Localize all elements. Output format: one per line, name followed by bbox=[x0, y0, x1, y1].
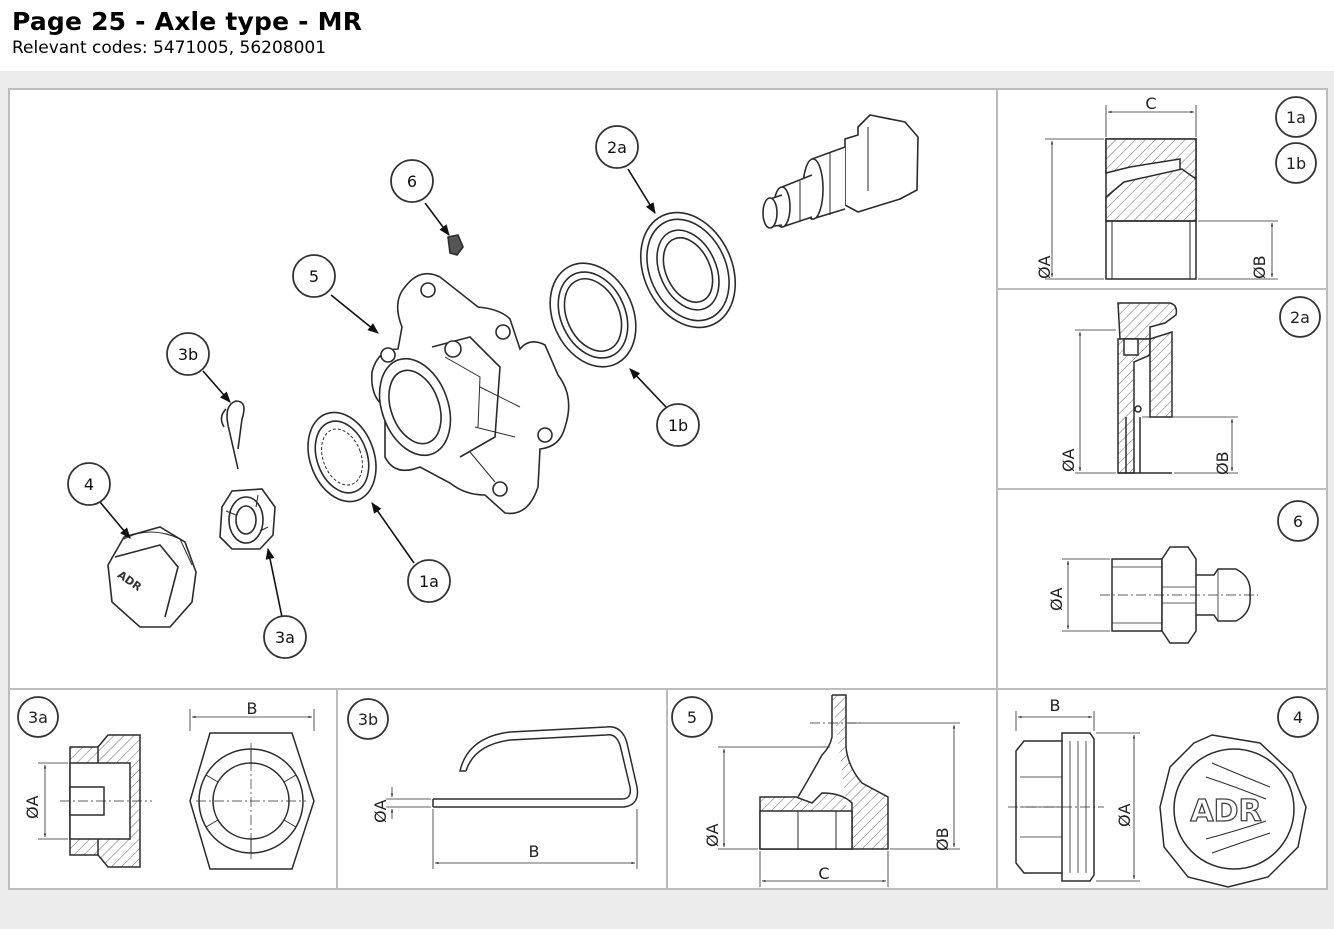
detail-1b-tag-label: 1b bbox=[1286, 154, 1306, 173]
detail-5-labels: 5 ØA ØB C bbox=[687, 708, 952, 883]
detail-4-logo: ADR bbox=[1190, 794, 1261, 829]
dim-label-3a-diam-a: ØA bbox=[23, 795, 42, 819]
detail-3a bbox=[17, 696, 315, 870]
dim-label-2a-diam-b: ØB bbox=[1213, 451, 1232, 475]
detail-1a-1b bbox=[1045, 96, 1317, 280]
drawing-sheet: ADR 2a 6 5 3b 1b bbox=[0, 87, 1334, 929]
dim-label-2a-diam-a: ØA bbox=[1059, 448, 1078, 472]
detail-5-tag-label: 5 bbox=[687, 708, 697, 727]
detail-tag-4 bbox=[1277, 696, 1319, 738]
dim-label-diam-b: ØB bbox=[1250, 255, 1269, 279]
dim-label-4-diam-a: ØA bbox=[1115, 803, 1134, 827]
callout-6 bbox=[390, 159, 434, 203]
detail-6-labels: 6 ØA bbox=[1047, 512, 1303, 611]
page-title: Page 25 - Axle type - MR bbox=[12, 7, 363, 36]
split-pin-3b-part bbox=[220, 400, 245, 470]
bearing-1a-part bbox=[307, 411, 377, 503]
page-header: Page 25 - Axle type - MR Relevant codes:… bbox=[12, 6, 362, 58]
detail-3a-labels: 3a ØA B bbox=[23, 699, 257, 819]
hub-cap-4-part: ADR bbox=[107, 526, 197, 628]
detail-2a-labels: 2a ØA ØB bbox=[1059, 308, 1310, 475]
detail-5 bbox=[671, 694, 960, 887]
callout-4 bbox=[67, 462, 111, 506]
callout-3b bbox=[166, 332, 210, 376]
detail-6 bbox=[1062, 500, 1319, 644]
callout-label-2a: 2a bbox=[607, 138, 627, 157]
callout-label-1b: 1b bbox=[668, 416, 688, 435]
callout-1a bbox=[407, 559, 451, 603]
callout-label-3a: 3a bbox=[275, 628, 295, 647]
callout-label-3b: 3b bbox=[178, 345, 198, 364]
dim-label-diam-a: ØA bbox=[1035, 255, 1054, 279]
bearing-cup-1b-part bbox=[549, 262, 637, 368]
dim-label-5-c: C bbox=[818, 864, 829, 883]
dim-label-c: C bbox=[1145, 94, 1156, 113]
detail-4 bbox=[1008, 696, 1319, 888]
callout-labels: 2a 6 5 3b 1b 4 1a 3a bbox=[84, 138, 688, 647]
seal-2a-part bbox=[639, 211, 737, 329]
detail-tag-1b bbox=[1275, 142, 1317, 184]
axle-stub bbox=[762, 114, 919, 229]
castle-nut-3a-part bbox=[219, 488, 276, 550]
detail-2a-tag-label: 2a bbox=[1290, 308, 1310, 327]
detail-tag-1a bbox=[1275, 96, 1317, 138]
detail-2a bbox=[1075, 296, 1321, 474]
exploded-view: ADR 2a 6 5 3b 1b bbox=[67, 114, 919, 659]
relevant-codes: Relevant codes: 5471005, 56208001 bbox=[12, 38, 327, 58]
callout-3a bbox=[263, 615, 307, 659]
grease-nipple-6-part bbox=[447, 234, 464, 256]
callout-label-6: 6 bbox=[407, 172, 417, 191]
detail-3b-tag-label: 3b bbox=[358, 710, 378, 729]
hub-5-part bbox=[370, 272, 570, 515]
detail-3b bbox=[347, 698, 639, 869]
detail-3a-tag-label: 3a bbox=[28, 708, 48, 727]
detail-tag-6 bbox=[1277, 500, 1319, 542]
dim-label-3b-b: B bbox=[529, 842, 540, 861]
dim-label-3a-b: B bbox=[247, 699, 258, 718]
dim-label-4-b: B bbox=[1050, 696, 1061, 715]
callout-2a bbox=[595, 125, 639, 169]
callout-label-5: 5 bbox=[309, 267, 319, 286]
detail-tag-3a bbox=[17, 696, 59, 738]
dim-label-3b-diam-a: ØA bbox=[371, 799, 390, 823]
callout-1b bbox=[656, 403, 700, 447]
callout-label-4: 4 bbox=[84, 475, 94, 494]
detail-tag-5 bbox=[671, 696, 713, 738]
dim-label-5-diam-a: ØA bbox=[703, 823, 722, 847]
detail-3b-labels: 3b ØA B bbox=[358, 710, 540, 861]
callout-label-1a: 1a bbox=[419, 572, 439, 591]
callout-5 bbox=[292, 254, 336, 298]
detail-tag-2a bbox=[1279, 296, 1321, 338]
detail-1a-1b-labels: 1a 1b C ØA ØB bbox=[1035, 94, 1306, 279]
detail-6-tag-label: 6 bbox=[1293, 512, 1303, 531]
callout-leaders bbox=[99, 168, 667, 618]
detail-4-labels: 4 B ØA ADR bbox=[1050, 696, 1304, 830]
detail-tag-3b bbox=[347, 698, 389, 740]
dim-label-6-diam-a: ØA bbox=[1047, 587, 1066, 611]
callout-bubbles bbox=[67, 125, 700, 659]
detail-4-tag-label: 4 bbox=[1293, 708, 1303, 727]
detail-1a-tag-label: 1a bbox=[1286, 108, 1306, 127]
separator-band bbox=[0, 71, 1334, 87]
dim-label-5-diam-b: ØB bbox=[933, 827, 952, 851]
